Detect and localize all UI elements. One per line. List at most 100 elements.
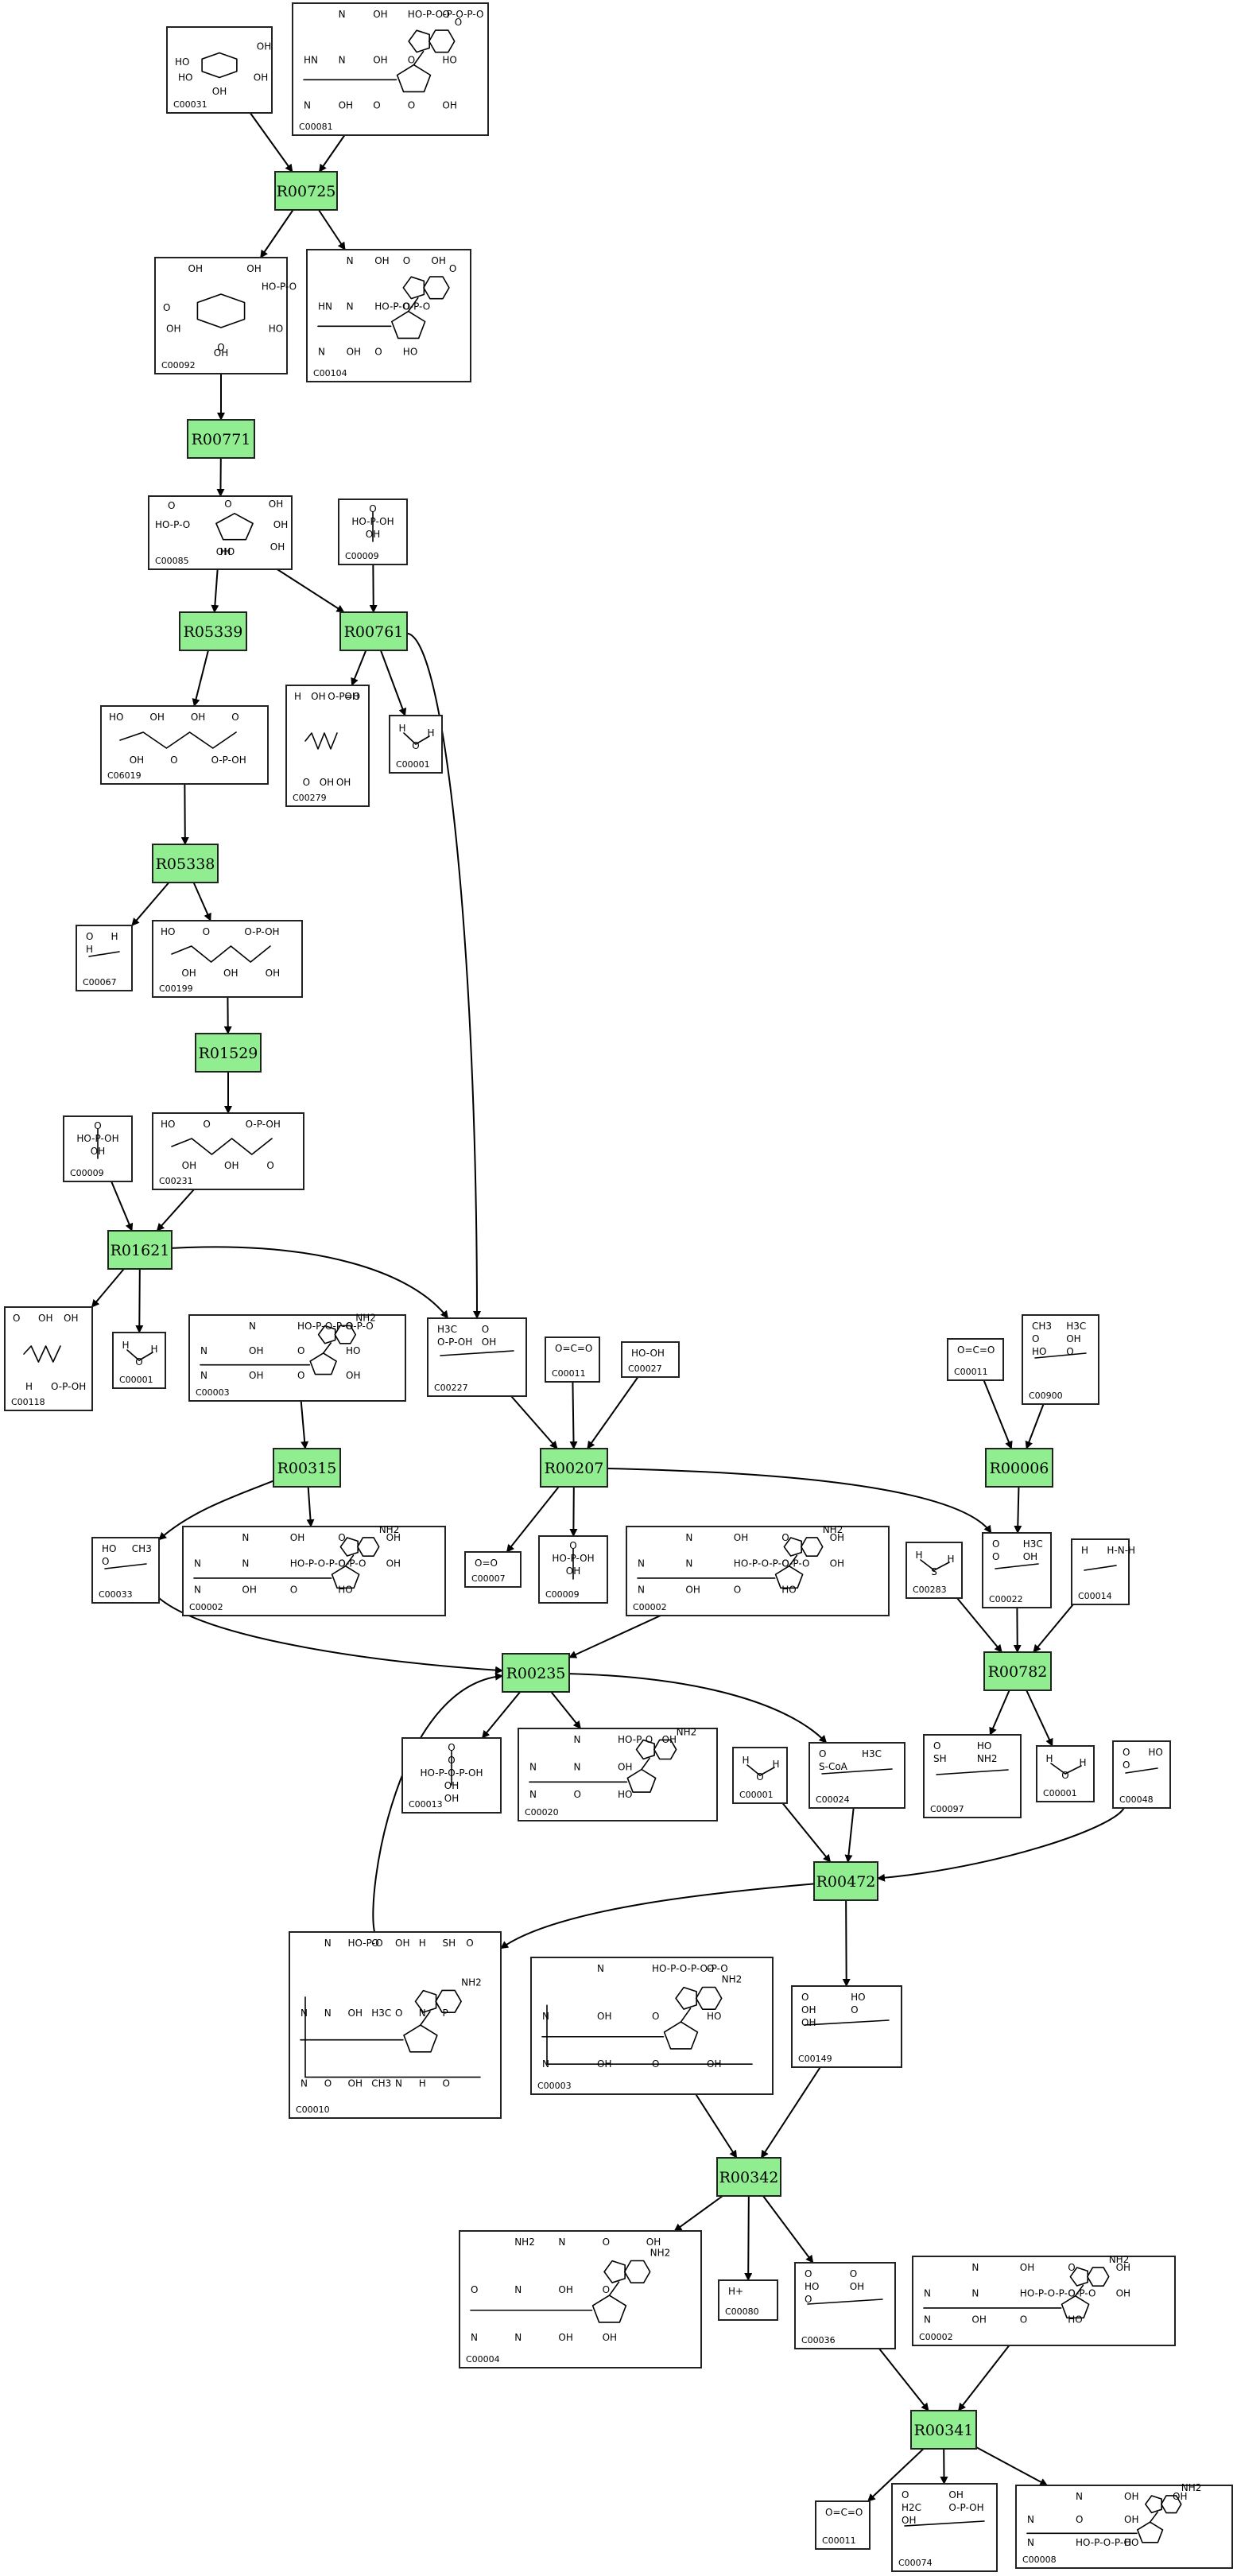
atom-label: O bbox=[168, 500, 175, 511]
atom-label: H bbox=[742, 1755, 749, 1766]
atom-label: O bbox=[135, 1356, 142, 1368]
atom-label: HO-P-O-P-O-P-O bbox=[734, 1558, 810, 1569]
atom-label: O bbox=[324, 2077, 332, 2089]
compound-c00080[interactable]: H+C00080 bbox=[718, 2279, 778, 2321]
compound-id-label: C00001 bbox=[119, 1375, 153, 1385]
atom-label: CH3 bbox=[1032, 1321, 1052, 1332]
structure-bonds bbox=[317, 276, 450, 339]
reaction-r05338[interactable]: R05338 bbox=[152, 844, 219, 883]
atom-label: OH bbox=[948, 2489, 963, 2500]
atom-label: OH bbox=[311, 691, 325, 702]
atom-label: OH bbox=[166, 323, 180, 334]
structure-bonds bbox=[440, 1350, 514, 1356]
atom-label: OH bbox=[320, 777, 334, 788]
atom-label: O bbox=[13, 1313, 20, 1324]
atom-label: O bbox=[781, 1532, 789, 1543]
reaction-r00235[interactable]: R00235 bbox=[502, 1653, 570, 1693]
reaction-label: R00207 bbox=[545, 1460, 604, 1477]
atom-label: H bbox=[1079, 1757, 1086, 1768]
reaction-r00341[interactable]: R00341 bbox=[910, 2410, 977, 2450]
atom-label: CH3 bbox=[371, 2077, 391, 2089]
edge-c00001d-r00472 bbox=[781, 1802, 832, 1863]
reaction-r00725[interactable]: R00725 bbox=[274, 171, 338, 211]
reaction-r00315[interactable]: R00315 bbox=[273, 1448, 341, 1488]
reaction-r00771[interactable]: R00771 bbox=[187, 419, 255, 459]
atom-label: H+ bbox=[728, 2286, 743, 2297]
edge-r00725-c00092 bbox=[259, 209, 294, 258]
edge-c00011-r00207 bbox=[569, 1381, 578, 1449]
atom-label: HO-P-O-P-O-P-O bbox=[408, 9, 484, 20]
compound-id-label: C00011 bbox=[822, 2535, 856, 2546]
reaction-r00342[interactable]: R00342 bbox=[716, 2157, 781, 2197]
reaction-label: R00782 bbox=[988, 1663, 1048, 1681]
reaction-r01621[interactable]: R01621 bbox=[107, 1230, 173, 1270]
atom-label: N bbox=[242, 1558, 249, 1569]
compound-id-label: C00118 bbox=[11, 1397, 45, 1407]
reaction-r05339[interactable]: R05339 bbox=[179, 611, 247, 651]
reaction-r01529[interactable]: R01529 bbox=[195, 1033, 262, 1073]
atom-label: OH bbox=[266, 968, 280, 979]
reaction-r00207[interactable]: R00207 bbox=[540, 1448, 608, 1488]
reaction-r00761[interactable]: R00761 bbox=[339, 611, 408, 651]
structure-bonds bbox=[171, 945, 271, 963]
atom-label: O bbox=[442, 9, 449, 20]
atom-label: O bbox=[371, 1938, 378, 1949]
atom-label: OH bbox=[395, 1938, 409, 1949]
atom-label: N bbox=[347, 255, 354, 266]
compound-c00010[interactable]: NH2NNNNOHO-P-OOHOHOH3CCH3OHONHNHSHPOOC00… bbox=[289, 1931, 502, 2119]
atom-label: N bbox=[597, 1963, 604, 1974]
structure-bonds bbox=[201, 52, 238, 79]
atom-label: N bbox=[194, 1558, 201, 1569]
reaction-r00006[interactable]: R00006 bbox=[985, 1448, 1053, 1488]
atom-label: OH bbox=[386, 1558, 401, 1569]
atom-label: HO bbox=[1148, 1747, 1162, 1758]
reaction-r00472[interactable]: R00472 bbox=[813, 1861, 878, 1901]
atom-label: O=C=O bbox=[555, 1343, 592, 1354]
reaction-r00782[interactable]: R00782 bbox=[983, 1651, 1052, 1691]
